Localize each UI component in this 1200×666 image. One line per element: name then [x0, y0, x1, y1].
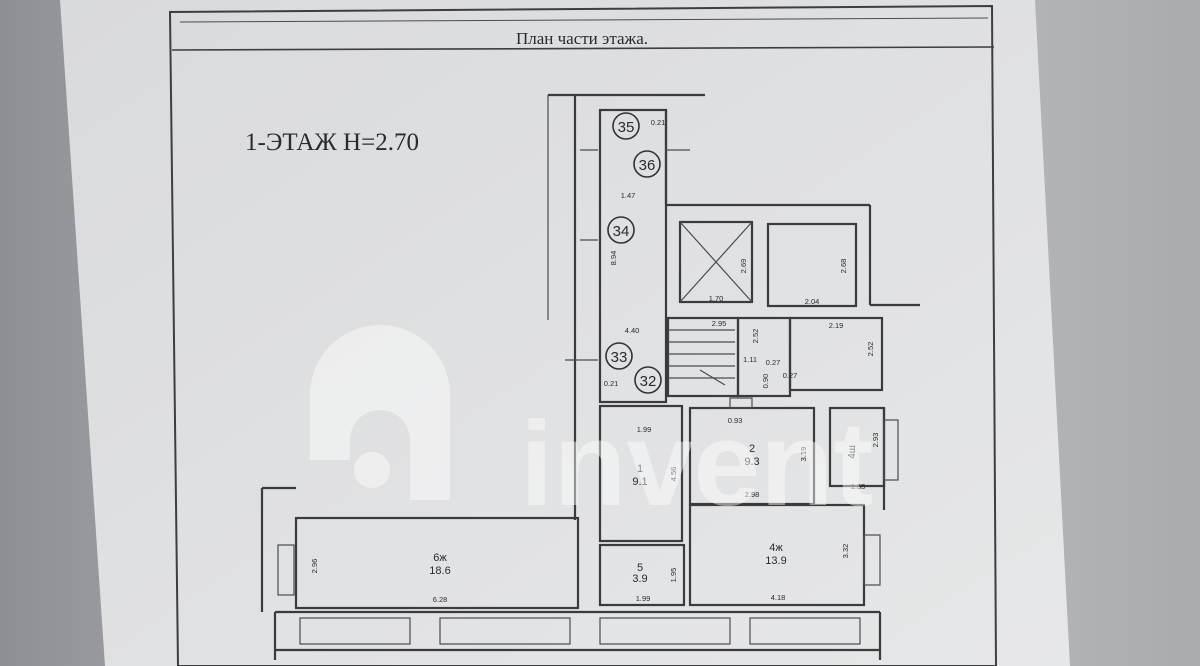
storage-room	[766, 222, 858, 308]
frame-inner-line	[179, 17, 989, 23]
dim-label: 0.21	[651, 118, 666, 127]
elevator-shaft	[678, 220, 754, 304]
dim-label: 2.68	[839, 259, 848, 274]
dim-label: 2.69	[739, 259, 748, 274]
dim-label: 2.52	[866, 342, 875, 357]
dim-label: 3.32	[841, 544, 850, 559]
dim-label: 1.35	[851, 482, 866, 491]
dim-label: 4.56	[669, 467, 678, 482]
room-1-outline	[598, 404, 684, 543]
dim-label: 1.99	[637, 425, 652, 434]
room-1-number: 1	[637, 463, 643, 475]
svg-text:36: 36	[639, 157, 656, 174]
paper-sheet	[60, 0, 1070, 666]
frame-border	[168, 4, 998, 666]
dim-label: 4.18	[771, 593, 786, 602]
dim-label: 2.19	[829, 321, 844, 330]
dim-label: 2.04	[805, 297, 820, 306]
svg-text:34: 34	[613, 223, 630, 240]
room-3-area: 13.9	[765, 555, 786, 567]
kitchen-niche	[729, 397, 753, 409]
dim-label: 6.28	[433, 595, 448, 604]
room-3-number: 4ж	[769, 542, 783, 554]
vestibule	[736, 316, 792, 398]
dim-label: 8.94	[609, 251, 618, 266]
room-6-number: 4ш	[847, 445, 858, 459]
room-4-area: 3.9	[632, 573, 647, 585]
svg-text:32: 32	[640, 373, 657, 390]
dim-label: 0.27	[783, 371, 798, 380]
callout-32: 32	[634, 366, 662, 394]
dimensions: 1.47 8.94 4.40 0.21 0.21 1.70 2.69 2.04 …	[310, 118, 880, 604]
callout-36: 36	[633, 150, 661, 178]
dim-label: 2.98	[745, 490, 760, 499]
dim-label: 0.90	[761, 374, 770, 389]
room-4-outline	[598, 543, 686, 607]
svg-text:33: 33	[611, 349, 628, 366]
dim-label: 3.19	[799, 447, 808, 462]
title-divider	[171, 46, 995, 51]
dim-label: 1.70	[709, 294, 724, 303]
dim-label: 2.52	[751, 329, 760, 344]
dim-label: 4.40	[625, 326, 640, 335]
callout-34: 34	[607, 216, 635, 244]
dim-label: 0.21	[604, 379, 619, 388]
dim-label: 0.27	[766, 358, 781, 367]
room-2-number: 2	[749, 443, 755, 455]
svg-text:35: 35	[618, 119, 635, 136]
sheet-title: План части этажа.	[516, 29, 648, 48]
watermark-text: invent	[520, 397, 873, 531]
room-5-number: 6ж	[433, 552, 447, 564]
dim-label: 2.96	[310, 559, 319, 574]
watermark-logo: invent	[310, 325, 873, 531]
room-1-area: 9.1	[632, 476, 647, 488]
room-4-number: 5	[637, 562, 643, 574]
dim-label: 1.95	[669, 568, 678, 583]
elephant-logo-icon	[310, 325, 450, 500]
callout-35: 35	[612, 112, 640, 140]
dim-label: 1.11	[743, 355, 757, 364]
room-2-area: 9.3	[744, 456, 759, 468]
callout-33: 33	[605, 342, 633, 370]
exterior-walls	[260, 408, 899, 660]
dim-label: 0.93	[728, 416, 743, 425]
corridor	[547, 93, 920, 520]
dim-label: 2.95	[712, 319, 727, 328]
dim-label: 2.93	[871, 433, 880, 448]
dim-label: 1.99	[636, 594, 651, 603]
floor-label: 1-ЭТАЖ Н=2.70	[245, 129, 419, 156]
room-5-outline	[294, 516, 580, 610]
dim-label: 1.47	[621, 191, 636, 200]
room-5-area: 18.6	[429, 565, 450, 577]
